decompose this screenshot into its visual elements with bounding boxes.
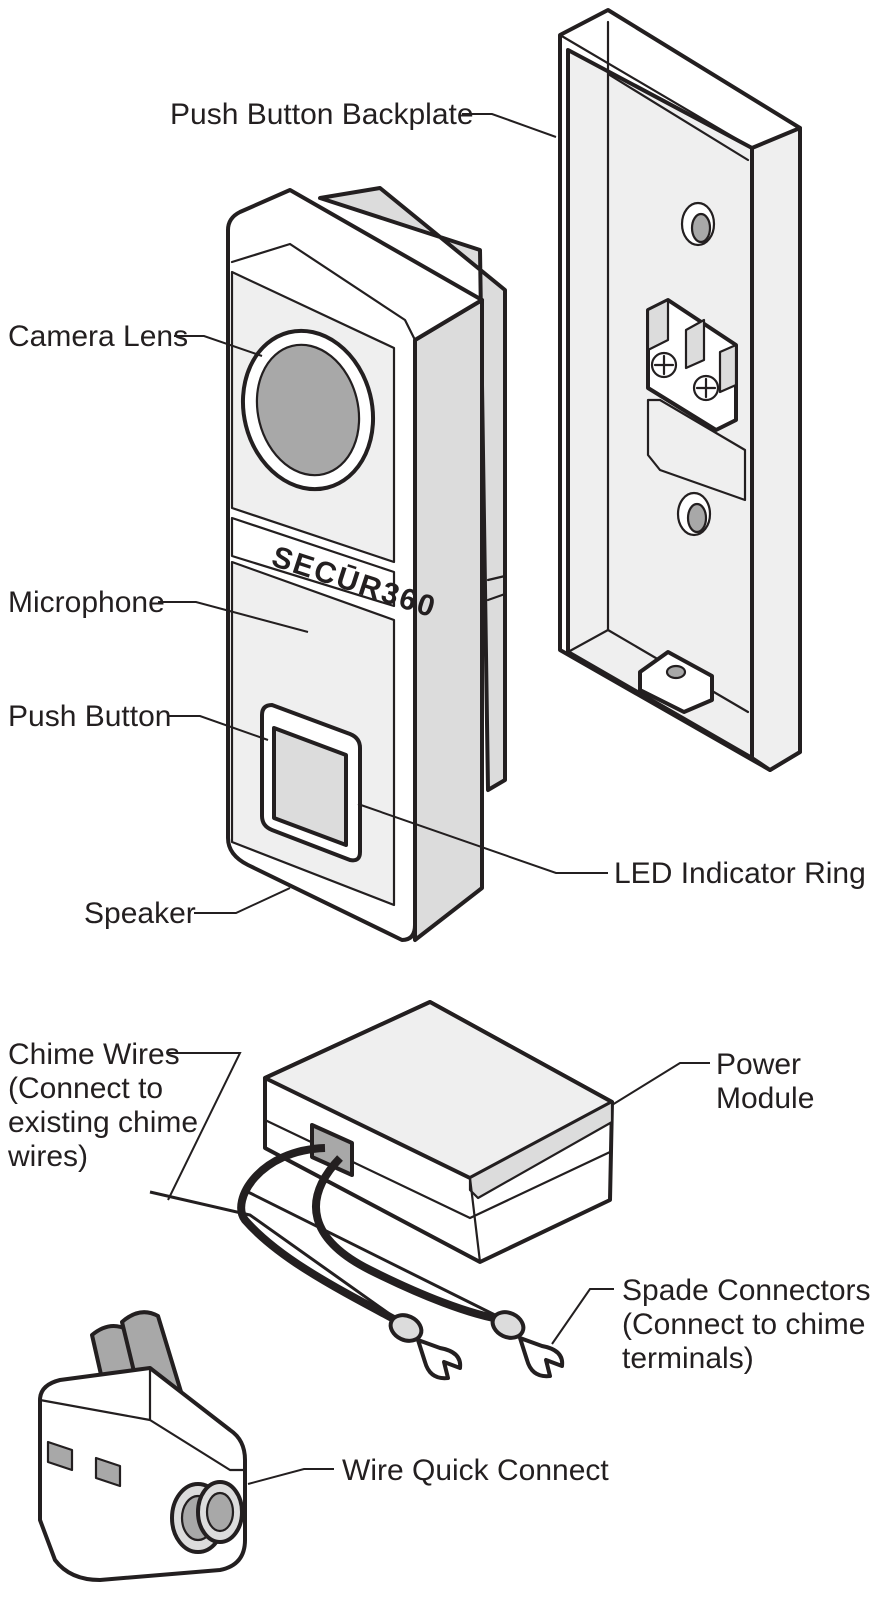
label-camera-lens: Camera Lens — [8, 320, 188, 353]
label-chime-wires-line1: Chime Wires — [8, 1038, 180, 1071]
label-chime-wires-line3: existing chime — [8, 1106, 198, 1139]
spade-connector-right — [490, 1310, 565, 1379]
label-led-indicator-ring: LED Indicator Ring — [614, 857, 866, 890]
label-spade-connectors-line1: Spade Connectors — [622, 1274, 871, 1307]
labels: Push Button Backplate Camera Lens Microp… — [7, 98, 871, 1487]
label-chime-wires-line4: wires) — [7, 1140, 88, 1173]
leader-lines — [158, 113, 710, 1485]
label-power-module-line2: Module — [716, 1082, 814, 1115]
chime-wires-illustration — [149, 1144, 565, 1381]
label-chime-wires-line2: (Connect to — [8, 1072, 163, 1105]
power-module-illustration — [263, 1000, 614, 1264]
label-push-button: Push Button — [8, 700, 171, 733]
doorbell-illustration: SECŪR360 — [226, 186, 507, 942]
label-spade-connectors-line2: (Connect to chime — [622, 1308, 865, 1341]
label-wire-quick-connect: Wire Quick Connect — [342, 1454, 609, 1487]
label-microphone: Microphone — [8, 586, 165, 619]
label-push-button-backplate: Push Button Backplate — [170, 98, 474, 131]
backplate-illustration — [558, 8, 802, 772]
wire-quick-connect-illustration — [38, 1310, 247, 1582]
spade-connector-left — [388, 1313, 463, 1381]
label-speaker: Speaker — [84, 897, 196, 930]
label-power-module-line1: Power — [716, 1048, 801, 1081]
label-spade-connectors-line3: terminals) — [622, 1342, 754, 1375]
